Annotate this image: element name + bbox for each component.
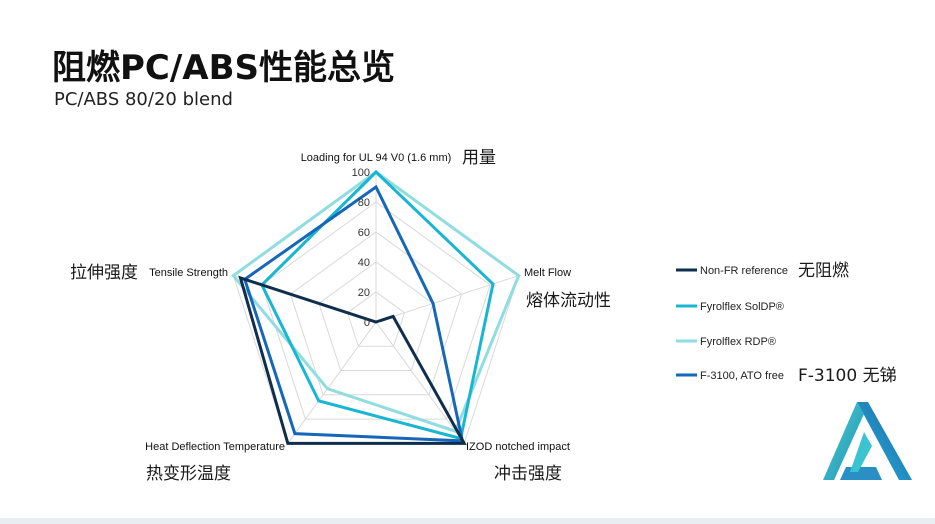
legend-label: Fyrolflex SolDP®: [700, 301, 784, 313]
axis-label-cn: 冲击强度: [494, 464, 562, 484]
tick-label: 60: [358, 227, 370, 239]
series-line: [260, 169, 495, 441]
triangle-logo: [823, 402, 912, 480]
grid-ring: [261, 201, 491, 420]
tick-label: 100: [352, 167, 370, 179]
legend-label-cn: 无阻燃: [798, 261, 849, 281]
radar-ticks: 0 20 40 60 80 100: [352, 167, 370, 329]
series-line: [242, 184, 465, 443]
tick-label: 20: [358, 287, 370, 299]
grid-ring: [289, 231, 463, 396]
axis-label-cn: 用量: [462, 148, 496, 168]
page-subtitle: PC/ABS 80/20 blend: [54, 89, 233, 110]
tick-label: 0: [364, 317, 370, 329]
tick-label: 40: [358, 257, 370, 269]
radar-series: [231, 169, 521, 445]
series-line: [238, 275, 467, 445]
grid-spoke: [375, 275, 519, 323]
page-title: 阻燃PC/ABS性能总览: [52, 48, 396, 88]
grid-spoke: [375, 321, 465, 444]
legend-label: F-3100, ATO free: [700, 370, 784, 382]
chart-legend: Non-FR reference 无阻燃 Fyrolflex SolDP® Fyrol…: [676, 261, 897, 386]
axis-label: Tensile Strength: [149, 267, 228, 279]
axis-label-cn: 拉伸强度: [70, 263, 138, 283]
grid-ring: [346, 291, 406, 347]
radar-axis-labels: Loading for UL 94 V0 (1.6 mm) 用量 Melt Flow…: [70, 148, 611, 484]
series-line: [231, 170, 521, 434]
tick-label: 80: [358, 197, 370, 209]
footer-band: [0, 518, 935, 524]
axis-label: IZOD notched impact: [466, 441, 570, 453]
axis-label-cn: 熔体流动性: [526, 291, 611, 311]
axis-label: Melt Flow: [524, 267, 571, 279]
legend-label: Fyrolflex RDP®: [700, 336, 776, 348]
axis-label-cn: 热变形温度: [146, 464, 231, 484]
axis-label: Loading for UL 94 V0 (1.6 mm): [301, 152, 452, 164]
axis-label: Heat Deflection Temperature: [145, 441, 285, 453]
grid-ring: [318, 261, 434, 372]
legend-label: Non-FR reference: [700, 265, 788, 277]
grid-spoke: [287, 321, 377, 444]
legend-label-cn: F-3100 无锑: [798, 366, 897, 386]
